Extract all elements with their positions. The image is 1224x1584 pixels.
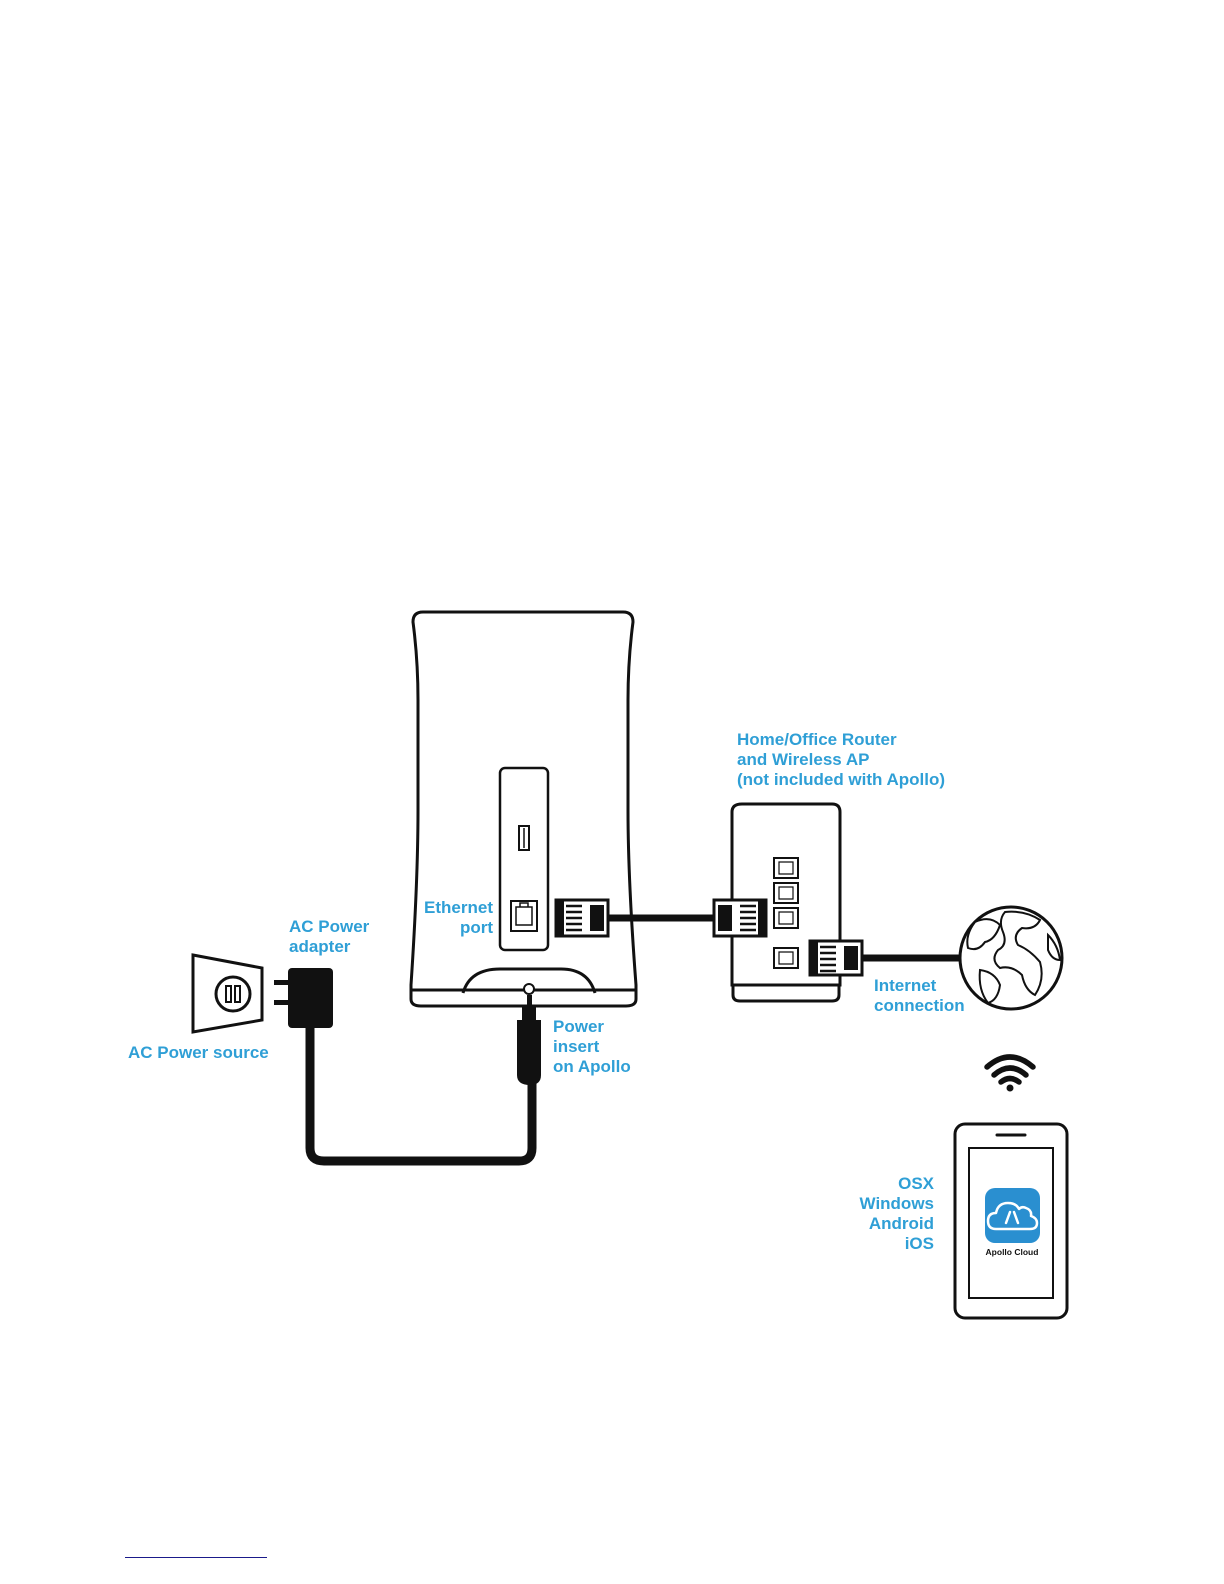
apollo-device xyxy=(411,612,636,1006)
platform-label: OSX xyxy=(898,1174,935,1193)
platforms-label: OSX Windows Android iOS xyxy=(860,1174,935,1253)
power-plug-icon xyxy=(517,995,541,1085)
ethernet-plug-icon xyxy=(810,941,862,975)
power-insert-label-line: Power xyxy=(553,1017,604,1036)
footnote-separator xyxy=(125,1557,267,1558)
platform-label: Windows xyxy=(860,1194,934,1213)
wifi-icon xyxy=(987,1057,1033,1092)
power-adapter-icon xyxy=(274,968,333,1028)
ac-power-adapter-label-line: AC Power xyxy=(289,917,370,936)
platform-label: iOS xyxy=(905,1234,934,1253)
ac-power-source-label: AC Power source xyxy=(128,1043,269,1062)
platform-label: Android xyxy=(869,1214,934,1233)
ac-power-adapter-label-line: adapter xyxy=(289,937,351,956)
router-label-line: (not included with Apollo) xyxy=(737,770,945,789)
power-insert-label: Power insert on Apollo xyxy=(553,1017,631,1076)
router-lan-port-icon xyxy=(774,858,798,878)
power-cable xyxy=(310,1028,532,1161)
router-lan-port-icon xyxy=(774,883,798,903)
ethernet-plug-icon xyxy=(714,900,766,936)
ethernet-port-icon xyxy=(511,901,537,931)
power-insert-icon xyxy=(524,984,534,994)
internet-connection-label: Internet connection xyxy=(874,976,965,1015)
globe-icon xyxy=(960,907,1062,1009)
ethernet-plug-icon xyxy=(556,900,608,936)
router-label-line: Home/Office Router xyxy=(737,730,897,749)
ethernet-port-label-line: Ethernet xyxy=(424,898,493,917)
internet-connection-label-line: Internet xyxy=(874,976,937,995)
phone-device: Apollo Cloud xyxy=(955,1124,1067,1318)
power-insert-label-line: insert xyxy=(553,1037,600,1056)
wall-socket-icon xyxy=(193,955,262,1032)
router-label-line: and Wireless AP xyxy=(737,750,869,769)
router-lan-port-icon xyxy=(774,908,798,928)
ethernet-port-label-line: port xyxy=(460,918,493,937)
router-wan-port-icon xyxy=(774,948,798,968)
power-insert-label-line: on Apollo xyxy=(553,1057,631,1076)
router-label: Home/Office Router and Wireless AP (not … xyxy=(737,730,945,789)
internet-connection-label-line: connection xyxy=(874,996,965,1015)
ac-power-adapter-label: AC Power adapter xyxy=(289,917,370,956)
app-name-label: Apollo Cloud xyxy=(986,1247,1039,1257)
